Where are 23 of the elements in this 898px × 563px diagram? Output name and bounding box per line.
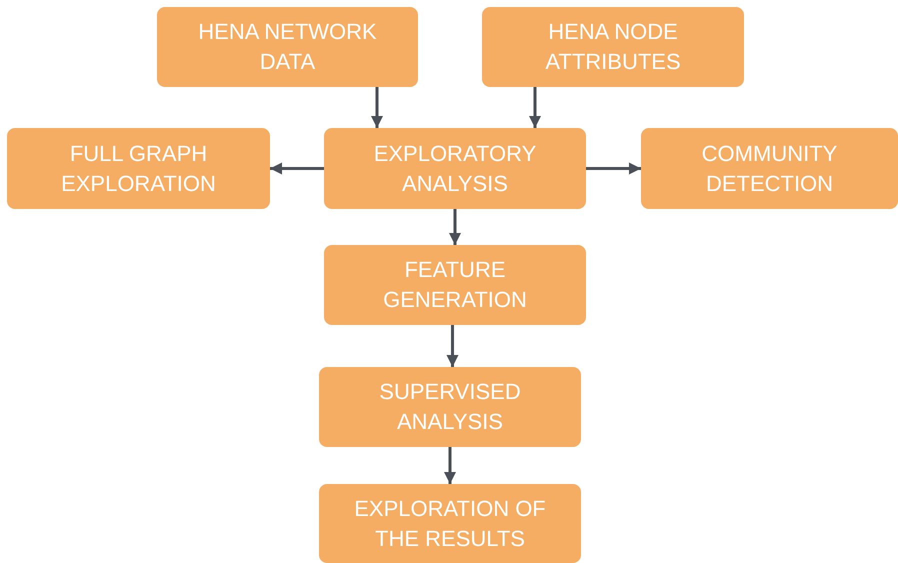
process-box — [319, 367, 581, 447]
arrow — [449, 209, 461, 245]
box-label: EXPLORATORY ANALYSIS — [372, 140, 538, 198]
box-label: EXPLORATION OF THE RESULTS — [353, 494, 547, 552]
arrow — [444, 447, 456, 484]
process-box — [7, 128, 270, 209]
arrow — [270, 162, 324, 174]
process-box — [324, 245, 586, 325]
process-box — [324, 128, 586, 209]
process-box — [319, 484, 581, 563]
box-label: COMMUNITY DETECTION — [700, 140, 838, 198]
process-box — [482, 7, 744, 87]
box-label: HENA NETWORK DATA — [197, 18, 378, 76]
box-label: SUPERVISED ANALYSIS — [378, 378, 522, 436]
arrow — [446, 325, 458, 367]
box-label: FEATURE GENERATION — [382, 256, 528, 314]
arrow — [371, 87, 383, 128]
arrow — [586, 162, 641, 174]
arrow — [529, 87, 541, 128]
process-box — [641, 128, 898, 209]
box-label: HENA NODE ATTRIBUTES — [544, 18, 682, 76]
box-label: FULL GRAPH EXPLORATION — [60, 140, 217, 198]
process-box — [157, 7, 418, 87]
